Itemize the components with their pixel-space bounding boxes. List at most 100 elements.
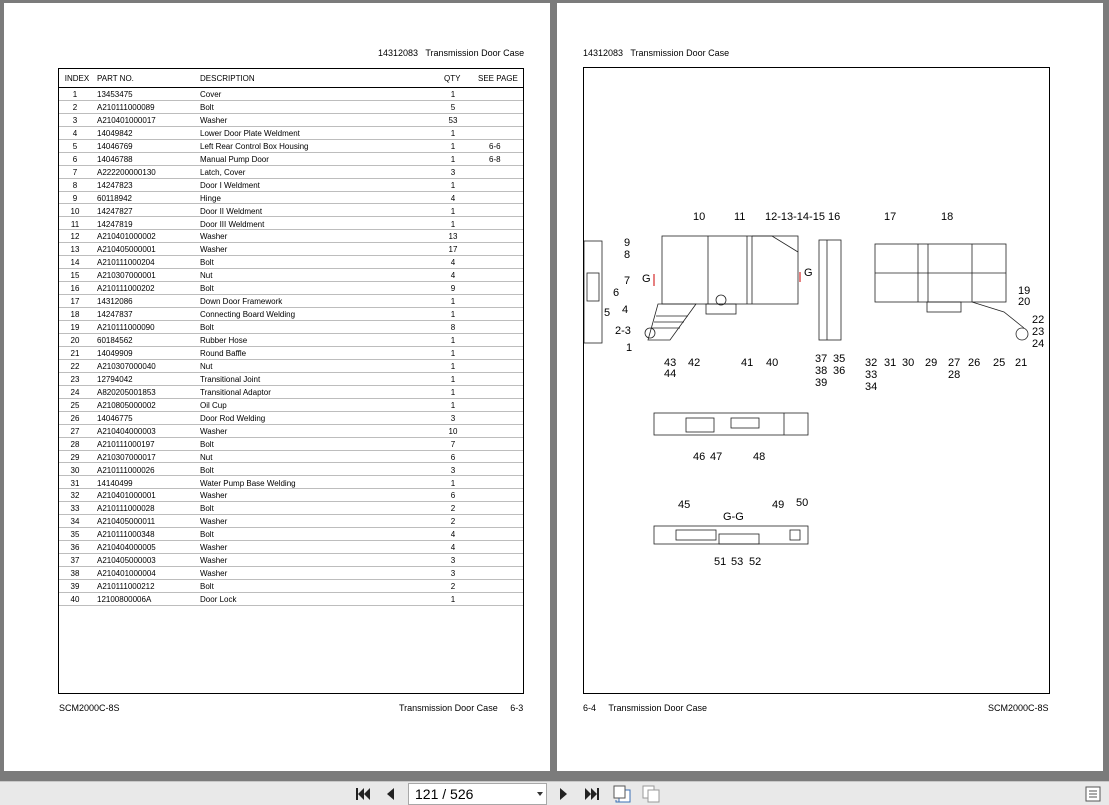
cell-part-no: 14046775 [97, 413, 133, 423]
cell-index: 1 [72, 90, 78, 99]
cell-qty: 7 [450, 439, 456, 449]
cell-index: 15 [70, 271, 80, 281]
callout-label: 5 [604, 307, 610, 319]
cell-index: 24 [70, 387, 80, 397]
cell-description: Bolt [200, 258, 214, 268]
cell-index: 23 [70, 374, 80, 384]
cell-description: Rubber Hose [200, 336, 248, 346]
callout-label: 48 [753, 451, 765, 463]
cell-qty: 1 [450, 387, 456, 397]
cell-description: Bolt [200, 284, 214, 294]
prev-page-icon[interactable] [379, 784, 401, 804]
callout-label: 33 [865, 369, 877, 381]
cell-description: Down Door Framework [200, 297, 283, 307]
footer-section-title: Transmission Door Case [608, 703, 708, 713]
callout-label: 35 [833, 353, 845, 365]
cell-description: Connecting Board Welding [200, 310, 296, 320]
callout-label: 44 [664, 368, 676, 380]
cell-index: 8 [72, 180, 78, 190]
cell-part-no: 13453475 [97, 90, 133, 99]
cell-part-no: A210307000017 [97, 452, 156, 462]
copy-page-icon[interactable] [640, 784, 662, 804]
callout-label: 10 [693, 211, 705, 223]
cell-qty: 1 [450, 478, 456, 488]
cell-index: 17 [70, 297, 80, 307]
section-arrows [653, 272, 801, 286]
left-page-header: 14312083 Transmission Door Case [378, 48, 524, 58]
cell-index: 28 [70, 439, 80, 449]
next-page-icon[interactable] [553, 784, 575, 804]
right-footer-section: 6-4 Transmission Door Case [583, 703, 707, 713]
callout-label: 43 [664, 357, 676, 369]
callout-label: 18 [941, 211, 953, 223]
cell-description: Left Rear Control Box Housing [200, 141, 309, 151]
callout-label: 38 [815, 365, 827, 377]
cell-description: Washer [200, 517, 228, 527]
callout-label: 42 [688, 357, 700, 369]
cell-index: 6 [72, 154, 78, 164]
cell-qty: 1 [450, 297, 456, 307]
cell-qty: 53 [448, 115, 458, 125]
callout-label: 50 [796, 497, 808, 509]
cell-qty: 1 [450, 128, 456, 138]
parts-table: INDEX PART NO. DESCRIPTION QTY SEE PAGE … [58, 68, 524, 694]
cell-part-no: 14247827 [97, 206, 133, 216]
cell-qty: 1 [450, 349, 456, 358]
cell-index: 34 [70, 517, 80, 527]
header-doc-title: Transmission Door Case [630, 48, 730, 58]
callout-label: 27 [948, 357, 960, 369]
callout-label: 1 [626, 342, 632, 354]
first-page-icon[interactable] [352, 784, 374, 804]
round-part-1 [644, 327, 656, 339]
cell-description: Water Pump Base Welding [200, 478, 296, 488]
callout-label: 30 [902, 357, 914, 369]
cell-description: Transitional Joint [200, 374, 261, 384]
cell-description: Washer [200, 115, 228, 125]
cell-description: Washer [200, 232, 228, 242]
last-page-icon[interactable] [581, 784, 603, 804]
cell-description: Oil Cup [200, 400, 227, 410]
cell-index: 14 [70, 258, 80, 268]
cell-description: Bolt [200, 439, 214, 449]
cell-index: 33 [70, 504, 80, 514]
cell-qty: 4 [450, 530, 456, 540]
sidebar-toggle-icon[interactable] [1082, 784, 1104, 804]
page-indicator: 121 / 526 [415, 786, 474, 802]
cell-part-no: A210805000002 [97, 400, 156, 410]
callout-label: 4 [622, 304, 628, 316]
cell-part-no: A210111000212 [97, 582, 155, 592]
cell-index: 12 [70, 232, 80, 242]
cell-description: Washer [200, 543, 228, 553]
page-number-selector[interactable]: 121 / 526 [408, 783, 547, 805]
rotate-page-icon[interactable] [611, 784, 633, 804]
cell-qty: 3 [450, 569, 456, 579]
cell-description: Door III Weldment [200, 219, 265, 229]
cell-description: Washer [200, 569, 228, 579]
cell-qty: 1 [450, 180, 456, 190]
callout-label: 32 [865, 357, 877, 369]
cell-description: Door Lock [200, 595, 237, 605]
callout-label: 11 [734, 211, 745, 223]
callout-label: 6 [613, 287, 619, 299]
cell-description: Door Rod Welding [200, 413, 266, 423]
cell-part-no: 12794042 [97, 374, 133, 384]
cell-index: 25 [70, 400, 80, 410]
cell-qty: 2 [450, 582, 456, 592]
right-footer-model: SCM2000C-8S [988, 703, 1049, 713]
